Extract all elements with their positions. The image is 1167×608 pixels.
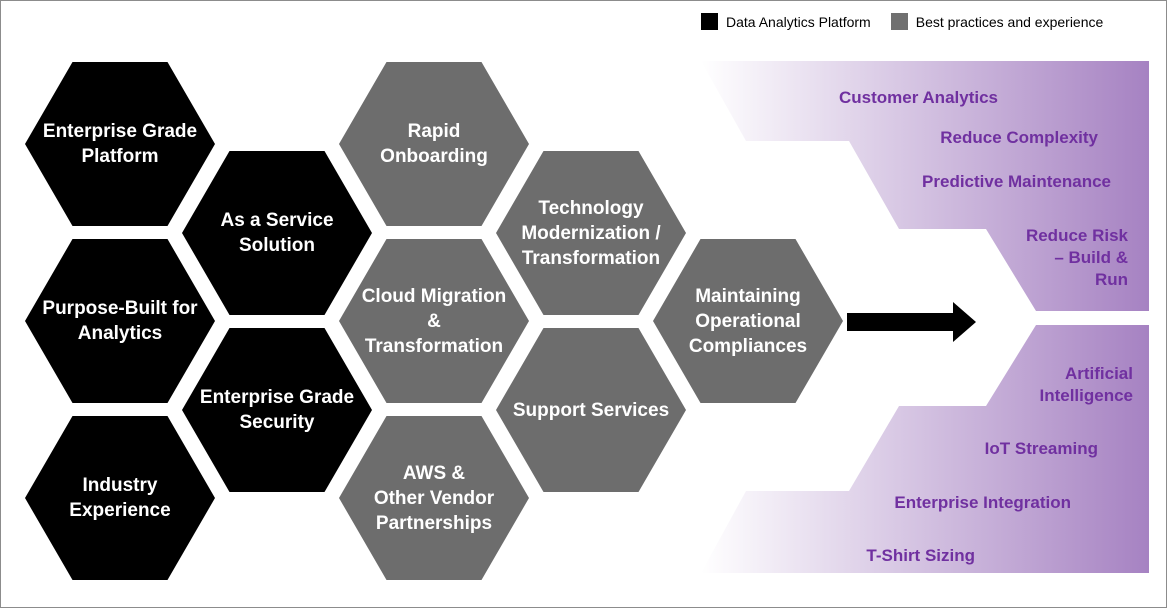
hex-label: Enterprise Grade Security bbox=[199, 387, 355, 433]
legend: Data Analytics Platform Best practices a… bbox=[701, 13, 1123, 30]
outcome-artificial-intelligence: Artificial Intelligence bbox=[1039, 364, 1133, 405]
hex-label: Cloud Migration & Transformation bbox=[361, 285, 507, 357]
hex-maintaining-compliances: Maintaining Operational Compliances bbox=[653, 239, 843, 403]
hex-label: As a Service Solution bbox=[220, 210, 334, 256]
legend-item-platform: Data Analytics Platform bbox=[701, 13, 871, 30]
right-arrow-icon bbox=[847, 302, 976, 342]
hex-support-services: Support Services bbox=[496, 328, 686, 492]
legend-swatch-platform bbox=[701, 13, 718, 30]
hex-enterprise-grade-platform: Enterprise Grade Platform bbox=[25, 62, 215, 226]
hex-purpose-built-analytics: Purpose-Built for Analytics bbox=[25, 239, 215, 403]
outcome-predictive-maintenance: Predictive Maintenance bbox=[922, 172, 1111, 191]
outcome-reduce-risk: Reduce Risk – Build & Run bbox=[1025, 226, 1128, 289]
outcome-reduce-complexity: Reduce Complexity bbox=[940, 128, 1098, 147]
hex-label: Technology Modernization / Transformatio… bbox=[521, 197, 661, 269]
hex-label: Maintaining Operational Compliances bbox=[688, 285, 808, 357]
hex-label: Support Services bbox=[512, 399, 670, 421]
legend-item-practices: Best practices and experience bbox=[890, 13, 1104, 30]
hex-label: Enterprise Grade Platform bbox=[42, 121, 198, 167]
outcome-customer-analytics: Customer Analytics bbox=[838, 88, 998, 107]
outcome-band-bottom bbox=[701, 325, 1149, 573]
hex-technology-modernization: Technology Modernization / Transformatio… bbox=[496, 151, 686, 315]
outcome-band-top bbox=[701, 61, 1149, 311]
hex-label: Industry Experience bbox=[69, 475, 171, 521]
hex-label: Purpose-Built for Analytics bbox=[42, 298, 198, 344]
hex-label: Rapid Onboarding bbox=[380, 121, 488, 167]
outcome-iot-streaming: IoT Streaming bbox=[984, 439, 1098, 458]
legend-swatch-practices bbox=[890, 13, 908, 30]
outcome-tshirt-sizing: T-Shirt Sizing bbox=[866, 546, 975, 565]
legend-label-practices: Best practices and experience bbox=[915, 13, 1104, 30]
outcome-enterprise-integration: Enterprise Integration bbox=[894, 493, 1071, 512]
hex-label: AWS & Other Vendor Partnerships bbox=[373, 462, 495, 534]
legend-label-platform: Data Analytics Platform bbox=[726, 13, 871, 30]
